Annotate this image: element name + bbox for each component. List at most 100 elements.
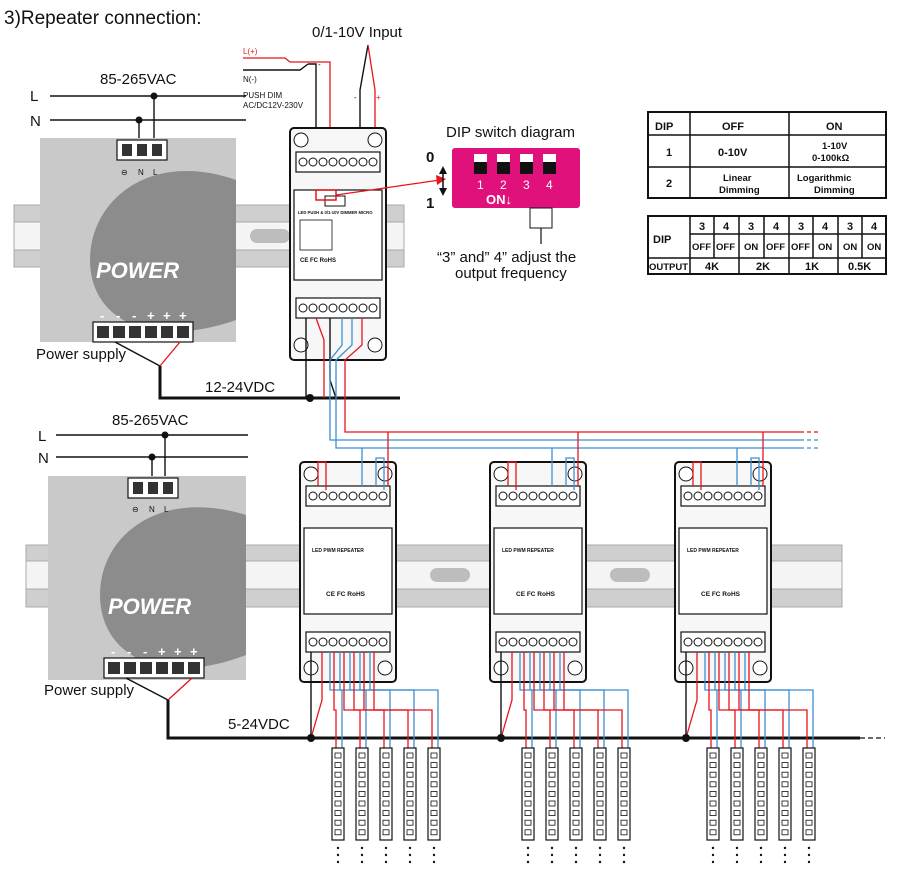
led-strip bbox=[754, 747, 768, 864]
dimmer-module: LED PUSH & 0/1-10V DIMMER MICRO CE FC Ro… bbox=[289, 127, 387, 361]
led-strip bbox=[730, 747, 744, 864]
repeater-module: LED PWM REPEATER CE FC RoHS bbox=[299, 432, 439, 748]
freq-switch-5: 3 bbox=[798, 221, 804, 233]
top-psu-out-1: - bbox=[100, 308, 104, 323]
dip-number-1: 1 bbox=[477, 178, 484, 192]
freq-output-2: 2K bbox=[756, 261, 770, 273]
led-strip bbox=[617, 747, 631, 864]
repeater-ce: CE FC RoHS bbox=[326, 591, 366, 598]
top-ac-label: 85-265VAC bbox=[100, 71, 177, 88]
dimmer-title: LED PUSH & 0/1-10V DIMMER MICRO bbox=[298, 210, 373, 215]
bottom-psu-out-4: + bbox=[158, 644, 166, 659]
freq-state-7: ON bbox=[843, 242, 857, 253]
dip-diagram-title: DIP switch diagram bbox=[446, 124, 575, 141]
dip-left-bottom: 1 bbox=[426, 195, 434, 212]
push-l-plus: L(+) bbox=[243, 47, 258, 56]
dimmer-ce: CE FC RoHS bbox=[300, 258, 336, 264]
bottom-power-supply: POWER ⊖ N L - - - + + + bbox=[48, 476, 246, 680]
repeater-ce: CE FC RoHS bbox=[701, 591, 741, 598]
top-psu-term-l: L bbox=[153, 168, 158, 177]
freq-switch-8: 4 bbox=[871, 221, 878, 233]
dip-number-4: 4 bbox=[546, 178, 553, 192]
freq-state-8: ON bbox=[867, 242, 881, 253]
freq-state-3: ON bbox=[744, 242, 758, 253]
freq-switch-7: 3 bbox=[847, 221, 853, 233]
top-psu-out-2: - bbox=[116, 308, 120, 323]
top-psu-out-6: + bbox=[179, 308, 187, 323]
top-psu-brand: POWER bbox=[96, 258, 179, 283]
bus-label-upper: 12-24VDC bbox=[205, 379, 275, 396]
bottom-psu-out-6: + bbox=[190, 644, 198, 659]
dip-table-header-dip: DIP bbox=[655, 121, 673, 133]
freq-switch-6: 4 bbox=[822, 221, 829, 233]
dip-table-row1-dip: 1 bbox=[666, 147, 672, 159]
led-strip bbox=[593, 747, 607, 864]
dip-table-row2-on-2: Dimming bbox=[814, 185, 855, 196]
dip-note-line1: “3” and” 4” adjust the bbox=[437, 249, 576, 266]
repeater-ce: CE FC RoHS bbox=[516, 591, 556, 598]
push-dim-label: PUSH DIM bbox=[243, 91, 282, 100]
bottom-psu-out-2: - bbox=[127, 644, 131, 659]
input-minus-sign: - bbox=[354, 93, 357, 102]
repeater-title: LED PWM REPEATER bbox=[312, 548, 364, 554]
led-strip bbox=[706, 747, 720, 864]
freq-switch-2: 4 bbox=[723, 221, 730, 233]
bus-label-lower: 5-24VDC bbox=[228, 716, 290, 733]
input-plus-sign: + bbox=[376, 93, 381, 102]
freq-switch-1: 3 bbox=[699, 221, 705, 233]
top-psu-out-3: - bbox=[132, 308, 136, 323]
led-strip bbox=[802, 747, 816, 864]
freq-output-4: 0.5K bbox=[848, 261, 871, 273]
bottom-psu-out-5: + bbox=[174, 644, 182, 659]
repeater-module: LED PWM REPEATER CE FC RoHS bbox=[489, 432, 629, 748]
freq-state-2: OFF bbox=[716, 242, 735, 253]
input-label: 0/1-10V Input bbox=[312, 24, 403, 41]
frequency-table: DIP 3 4 3 4 3 4 3 4 OFF OFF ON OFF OFF O… bbox=[647, 215, 887, 275]
freq-output-3: 1K bbox=[805, 261, 819, 273]
freq-table-dip-label: DIP bbox=[653, 234, 671, 246]
push-minus-sign: - bbox=[318, 60, 321, 69]
bottom-psu-brand: POWER bbox=[108, 594, 191, 619]
led-strip bbox=[379, 747, 393, 864]
dip-table-row2-dip: 2 bbox=[666, 178, 672, 190]
dip-table-row1-on-2: 0-100kΩ bbox=[812, 153, 850, 164]
led-strip bbox=[427, 747, 441, 864]
led-strip bbox=[569, 747, 583, 864]
dip-table-row1-off: 0-10V bbox=[718, 147, 748, 159]
top-power-supply: POWER ⊖ N L - - - + + + bbox=[40, 138, 236, 343]
bottom-psu-term-l: L bbox=[164, 505, 169, 514]
freq-state-4: OFF bbox=[766, 242, 785, 253]
led-strip bbox=[355, 747, 369, 864]
top-psu-term-n: N bbox=[138, 168, 144, 177]
dip-on-label: ON↓ bbox=[486, 192, 512, 207]
freq-switch-3: 3 bbox=[748, 221, 754, 233]
repeater-module: LED PWM REPEATER CE FC RoHS bbox=[674, 432, 814, 748]
repeater-title: LED PWM REPEATER bbox=[502, 548, 554, 554]
bottom-label-n: N bbox=[38, 450, 49, 467]
led-strip bbox=[521, 747, 535, 864]
diagram-heading: 3)Repeater connection: bbox=[4, 8, 202, 29]
led-strip bbox=[331, 747, 345, 864]
bottom-psu-out-1: - bbox=[111, 644, 115, 659]
top-label-l: L bbox=[30, 88, 38, 105]
top-psu-caption: Power supply bbox=[36, 346, 127, 363]
top-psu-out-5: + bbox=[163, 308, 171, 323]
bottom-psu-out-3: - bbox=[143, 644, 147, 659]
bottom-psu-term-n: N bbox=[149, 505, 155, 514]
push-voltage-label: AC/DC12V-230V bbox=[243, 101, 304, 110]
top-psu-term-ground: ⊖ bbox=[121, 168, 128, 177]
freq-state-5: OFF bbox=[791, 242, 810, 253]
dip-table-row2-off-1: Linear bbox=[723, 173, 752, 184]
bottom-psu-term-ground: ⊖ bbox=[132, 505, 139, 514]
dip-function-table: DIP OFF ON 1 0-10V 1-10V 0-100kΩ 2 Linea… bbox=[647, 111, 887, 199]
bottom-ac-label: 85-265VAC bbox=[112, 412, 189, 429]
repeater-title: LED PWM REPEATER bbox=[687, 548, 739, 554]
freq-state-1: OFF bbox=[692, 242, 711, 253]
bottom-psu-caption: Power supply bbox=[44, 682, 135, 699]
dip-note-line2: output frequency bbox=[455, 265, 567, 282]
led-strip bbox=[403, 747, 417, 864]
freq-output-label: OUTPUT bbox=[649, 262, 688, 273]
push-n-minus: N(-) bbox=[243, 75, 257, 84]
dip-table-row1-on-1: 1-10V bbox=[822, 141, 848, 152]
